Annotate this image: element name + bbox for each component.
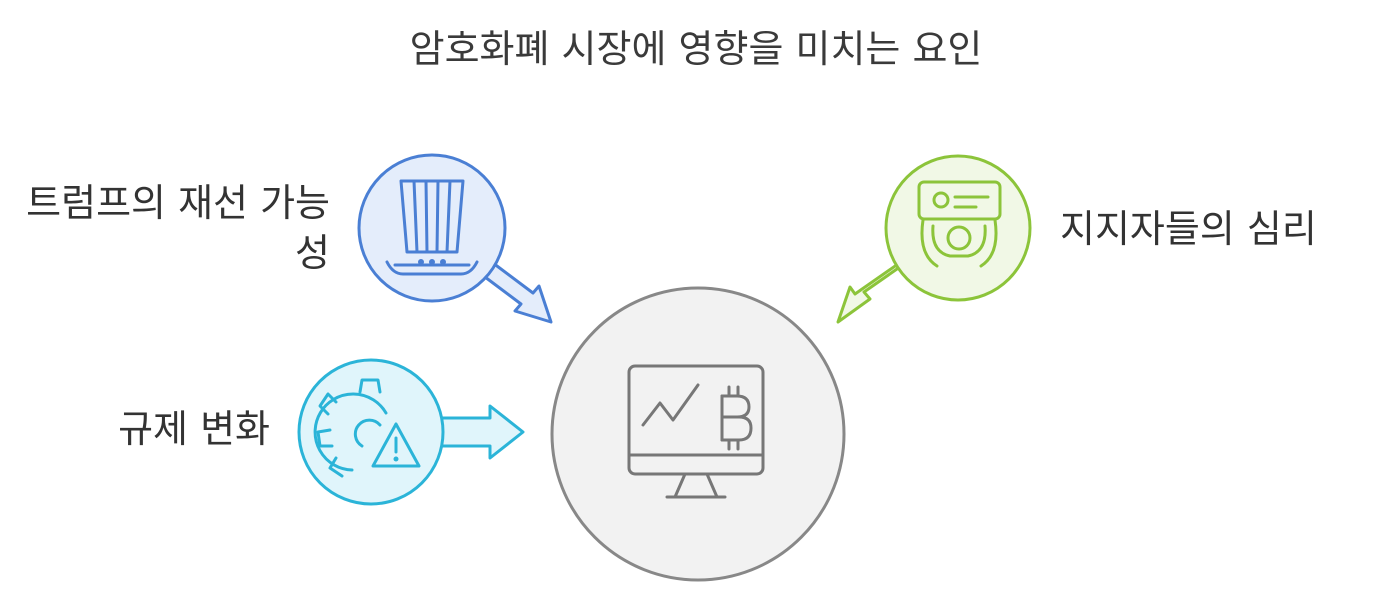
arrow-regulation <box>432 404 525 460</box>
label-trump: 트럼프의 재선 가능성 <box>26 181 330 275</box>
bitcoin-chart-monitor-icon <box>627 364 765 499</box>
label-regulation: 규제 변화 <box>118 407 270 451</box>
circle-regulation <box>297 358 445 506</box>
warning-dot-icon <box>393 456 399 462</box>
gear-warning-icon <box>313 378 421 478</box>
label-supporters: 지지자들의 심리 <box>1060 207 1317 251</box>
id-card-profile-icon <box>917 180 1002 268</box>
diagram-title: 암호화폐 시장에 영향을 미치는 요인 <box>409 27 983 71</box>
factor-node-regulation <box>297 358 525 506</box>
arrow-supporters <box>836 260 909 324</box>
center-circle <box>550 286 846 582</box>
center-node <box>550 286 846 582</box>
arrow-trump <box>479 261 553 324</box>
circle-trump <box>357 153 507 303</box>
factor-node-trump <box>357 153 553 324</box>
ballot-dots-icon <box>418 259 446 265</box>
factor-node-supporters <box>836 154 1032 324</box>
